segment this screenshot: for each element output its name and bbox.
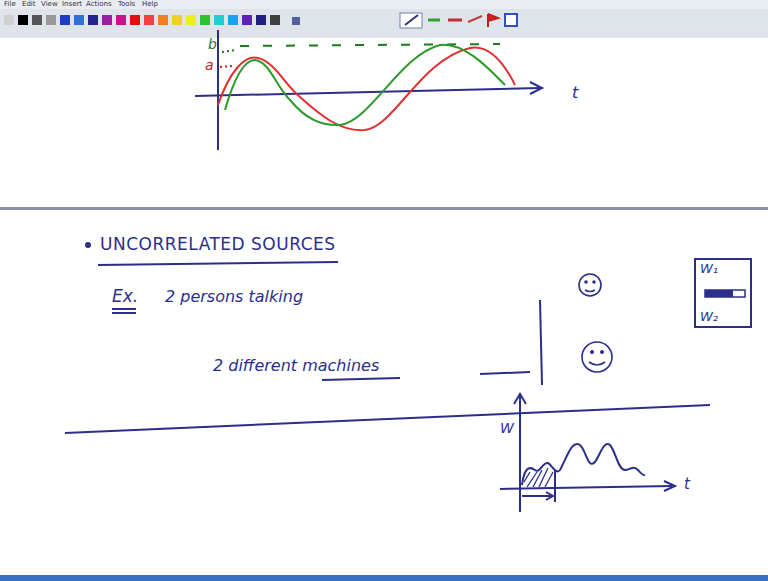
example-mark: Ex. bbox=[112, 287, 138, 307]
meter-box: W₁ W₂ bbox=[694, 258, 752, 328]
app-toolbar bbox=[0, 0, 768, 38]
menu-item: View bbox=[41, 0, 58, 8]
menu-item: Help bbox=[142, 0, 158, 8]
menu-item: Insert bbox=[62, 0, 82, 8]
taskbar-strip bbox=[0, 575, 768, 581]
menu-item: Edit bbox=[22, 0, 36, 8]
sine-plot bbox=[195, 30, 542, 150]
menu-item: Tools bbox=[118, 0, 135, 8]
meter-label: W₁ bbox=[696, 262, 722, 276]
meter-label: W₂ bbox=[696, 310, 722, 324]
page-divider bbox=[0, 207, 768, 210]
note-text: 2 persons talking bbox=[165, 288, 303, 306]
handwritten-marks bbox=[65, 243, 710, 433]
note-text: 2 different machines bbox=[213, 357, 379, 375]
power-time-plot bbox=[500, 394, 675, 512]
section-heading: UNCORRELATED SOURCES bbox=[100, 235, 336, 255]
menu-item: File bbox=[4, 0, 16, 8]
icon-strip bbox=[0, 9, 768, 38]
level-bar bbox=[705, 290, 745, 297]
curve-label: b bbox=[208, 36, 217, 52]
axis-label: t bbox=[572, 84, 578, 102]
smiley-faces bbox=[579, 274, 612, 372]
color-palette bbox=[4, 15, 300, 25]
menu-item: Actions bbox=[86, 0, 112, 8]
axis-label: W bbox=[500, 420, 514, 436]
axis-label: t bbox=[684, 476, 690, 493]
curve-label: a bbox=[205, 57, 214, 73]
tool-icons bbox=[400, 13, 517, 28]
